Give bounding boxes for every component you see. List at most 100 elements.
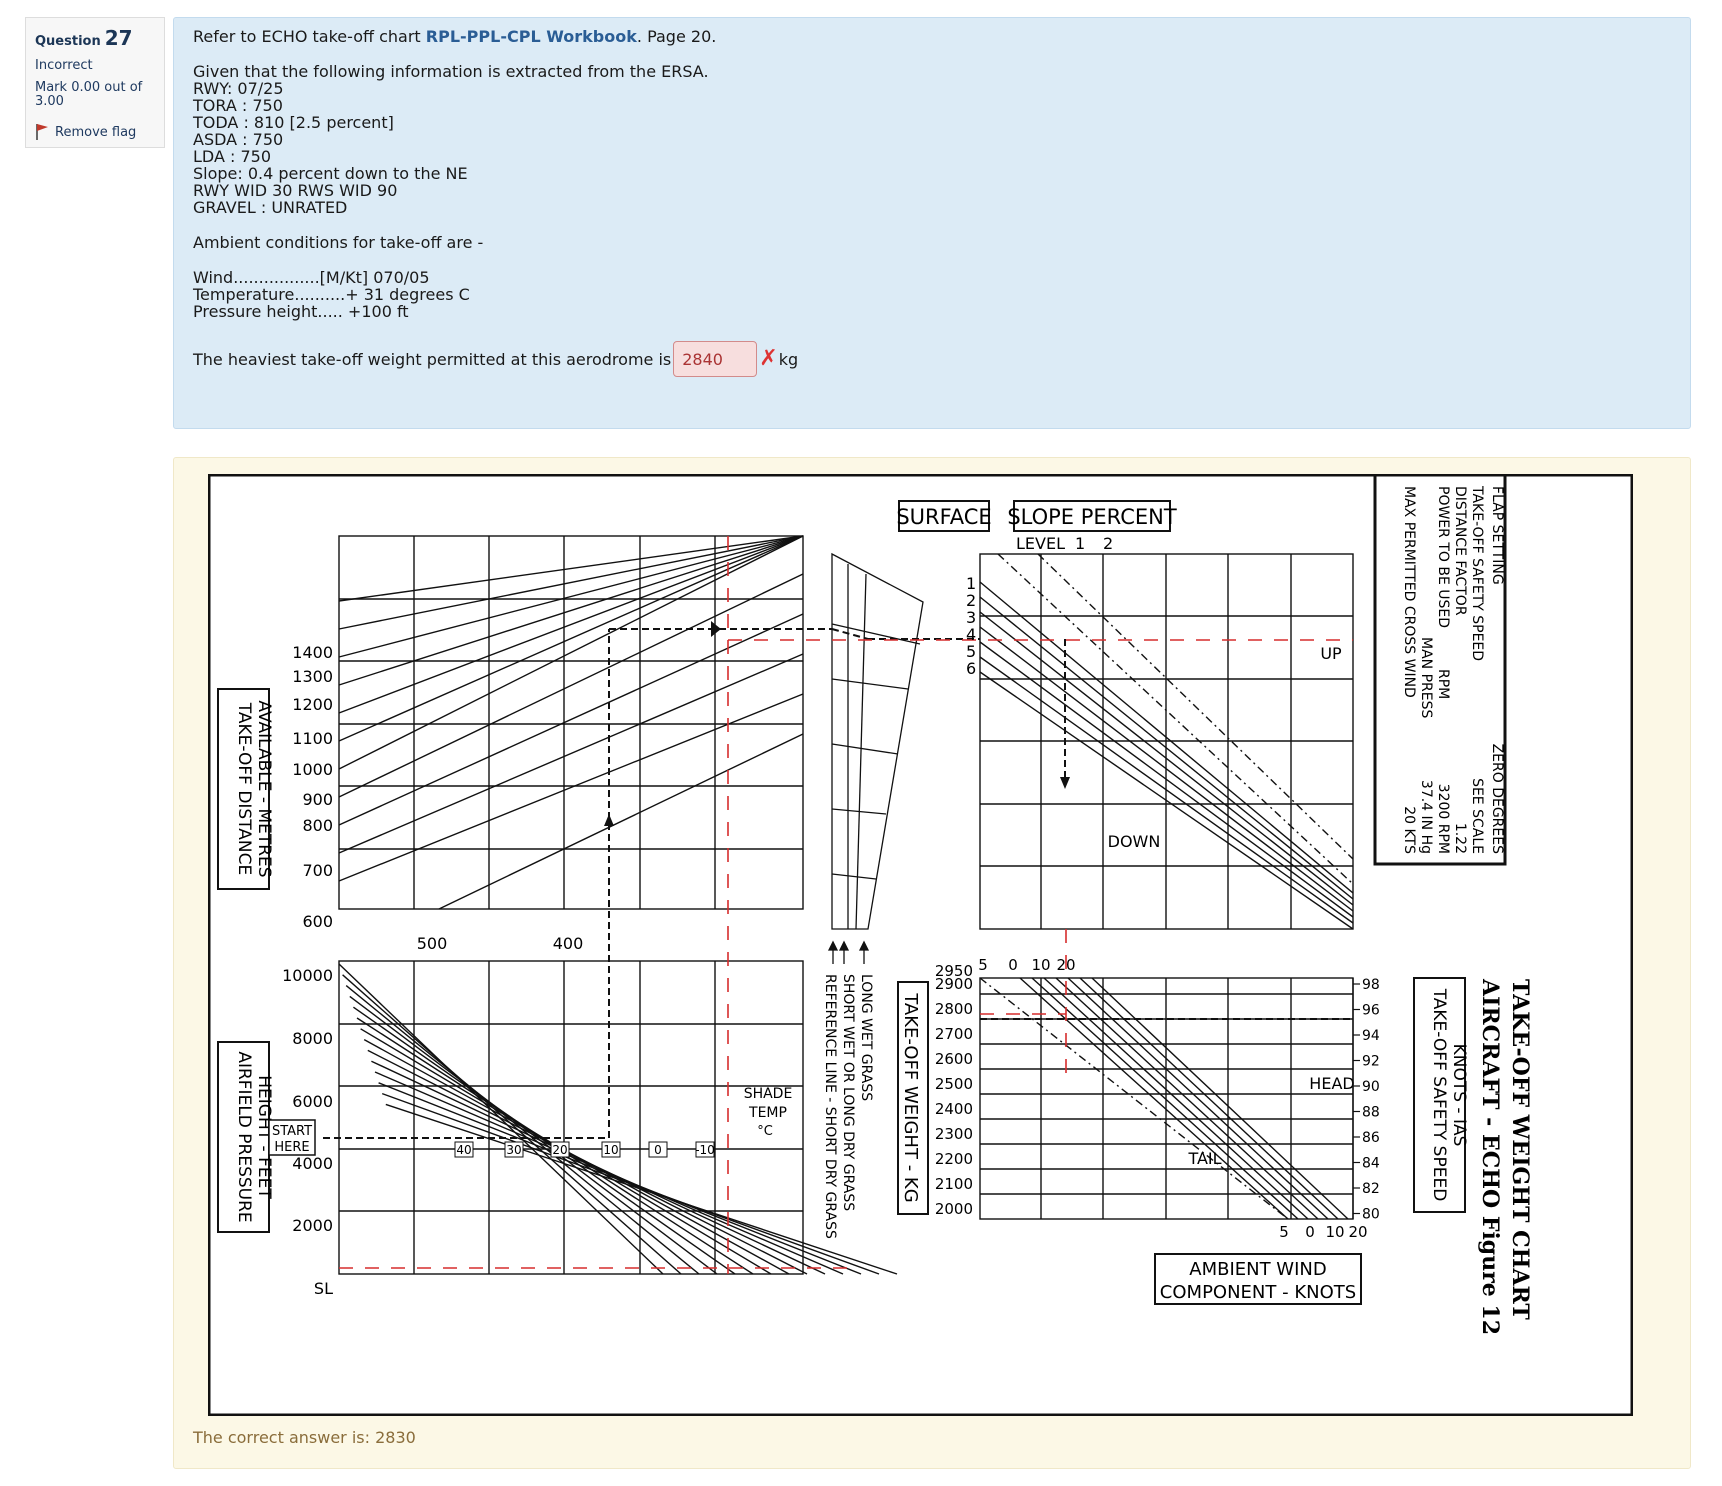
tail-label: TAIL (1187, 1149, 1221, 1168)
tod-guide-line (338, 693, 804, 882)
ambient-line: Wind.................[M/Kt] 070/05 (193, 268, 430, 287)
tow-tick: 2200 (935, 1150, 973, 1168)
temp-label-box (454, 1141, 474, 1158)
spec-value: SEE SCALE (1469, 778, 1485, 854)
tosspeed-tick: 82 (1362, 1181, 1380, 1197)
spec-label: MAX PERMITTED CROSS WIND (1401, 486, 1417, 698)
intro-suffix: . Page 20. (636, 27, 717, 46)
tow-tick: 2100 (935, 1175, 973, 1193)
workbook-link[interactable]: RPL-PPL-CPL Workbook (425, 27, 637, 46)
surface-label-box (898, 500, 990, 532)
wind-axis-label-2: COMPONENT - KNOTS (1160, 1282, 1356, 1303)
tow-tick: 2700 (935, 1025, 973, 1043)
tow-tick: 2950 (935, 962, 973, 980)
ambient-block: Wind.................[M/Kt] 070/05 Tempe… (193, 269, 1671, 320)
tod-tick: 700 (302, 861, 333, 880)
spec-value: 1.22 (1452, 823, 1468, 854)
tosspeed-label-2: KNOTS - IAS (1449, 1044, 1469, 1147)
question-prompt: The heaviest take-off weight permitted a… (193, 349, 672, 369)
spec-value: 3200 RPM (1435, 784, 1451, 854)
tod-guide-line (338, 535, 804, 686)
chart-title-2: AIRCRAFT - ECHO Figure 12 (1477, 978, 1503, 1335)
surface-panel (827, 552, 924, 964)
tod-guide-line (438, 733, 804, 910)
wind-top-tick: 0 (1008, 956, 1018, 974)
wind-bottom-tick: 20 (1348, 1223, 1367, 1241)
tod-axis-label-2: AVAILABLE - METRES (254, 700, 274, 877)
surface-legend-1: LONG WET GRASS (858, 974, 874, 1101)
slope-row-label: 5 (966, 642, 976, 661)
correct-answer: The correct answer is: 2830 (193, 1428, 416, 1447)
intro-line: Refer to ECHO take-off chart RPL-PPL-CPL… (193, 28, 1671, 45)
tod-guide-line (338, 535, 804, 770)
intro-prefix: Refer to ECHO take-off chart (193, 27, 421, 46)
answer-unit: kg (778, 349, 799, 369)
tod-axis-label-box (217, 688, 270, 890)
tosspeed-tick: 96 (1362, 1003, 1380, 1019)
question-status: Incorrect (35, 58, 93, 73)
answer-input[interactable]: 2840 (673, 341, 758, 377)
tod-tick: 800 (302, 816, 333, 835)
tow-tick: 2000 (935, 1200, 973, 1218)
tod-guide-line (338, 535, 804, 742)
temp-label-box (504, 1141, 524, 1158)
pressure-tick: 6000 (292, 1092, 333, 1111)
pressure-tick: 8000 (292, 1029, 333, 1048)
question-number: 27 (104, 26, 133, 50)
temp-label: 0 (654, 1143, 662, 1157)
ambient-heading: Ambient conditions for take-off are - (193, 233, 484, 252)
surface-label: SURFACE (896, 505, 991, 529)
tod-tick: 900 (302, 790, 333, 809)
slope-row-label: 1 (966, 574, 976, 593)
tod-guide-line (338, 653, 804, 854)
spec-value: 37.4 IN Hg (1418, 780, 1434, 854)
temp-label: 10 (603, 1143, 618, 1157)
level-label: LEVEL (1016, 534, 1065, 553)
pressure-tick: 4000 (292, 1154, 333, 1173)
start-here-box (268, 1119, 316, 1156)
slope-grid (979, 553, 1354, 930)
wind-guide-line (1043, 977, 1309, 1220)
tod-guide-line (338, 535, 804, 658)
wind-guide-line (1031, 977, 1299, 1220)
question-mark: Mark 0.00 out of 3.00 (35, 80, 143, 109)
answer-row: The heaviest take-off weight permitted a… (193, 341, 1671, 377)
pressure-temp-line (374, 1071, 844, 1275)
path-arrow (1060, 777, 1070, 789)
surface-arrow-head (858, 940, 870, 951)
slope-level-dash (997, 553, 1354, 885)
remove-flag-button[interactable]: Remove flag (35, 123, 155, 141)
start-here-1: START (272, 1124, 312, 1139)
black-path (831, 628, 869, 640)
surface-outline (831, 552, 924, 930)
tod-tick: 1100 (292, 729, 333, 748)
surface-arrow-head (827, 940, 839, 951)
surface-legend-2: SHORT WET OR LONG DRY GRASS (840, 974, 856, 1211)
wind-grid (979, 977, 1354, 1220)
ersa-line: RWY WID 30 RWS WID 90 (193, 181, 398, 200)
tosspeed-tick: 90 (1362, 1079, 1380, 1095)
spec-value: 20 KTS (1401, 806, 1417, 854)
head-label: HEAD (1309, 1074, 1354, 1093)
ersa-line: Slope: 0.4 percent down to the NE (193, 164, 468, 183)
spec-label: FLAP SETTING (1489, 486, 1505, 585)
ersa-line: LDA : 750 (193, 147, 271, 166)
temp-label-box (695, 1141, 715, 1158)
tow-tick: 2800 (935, 1000, 973, 1018)
spec-label: MAN PRESS (1418, 637, 1434, 718)
tod-grid (338, 535, 804, 910)
wind-top-tick: 20 (1056, 956, 1075, 974)
wind-top-tick: 5 (978, 956, 988, 974)
tow-tick: 2900 (935, 975, 973, 993)
slope-label: SLOPE PERCENT (1007, 505, 1177, 529)
chart-title-1: TAKE-OFF WEIGHT CHART (1507, 979, 1533, 1320)
density-label-400: 400 (553, 934, 584, 953)
